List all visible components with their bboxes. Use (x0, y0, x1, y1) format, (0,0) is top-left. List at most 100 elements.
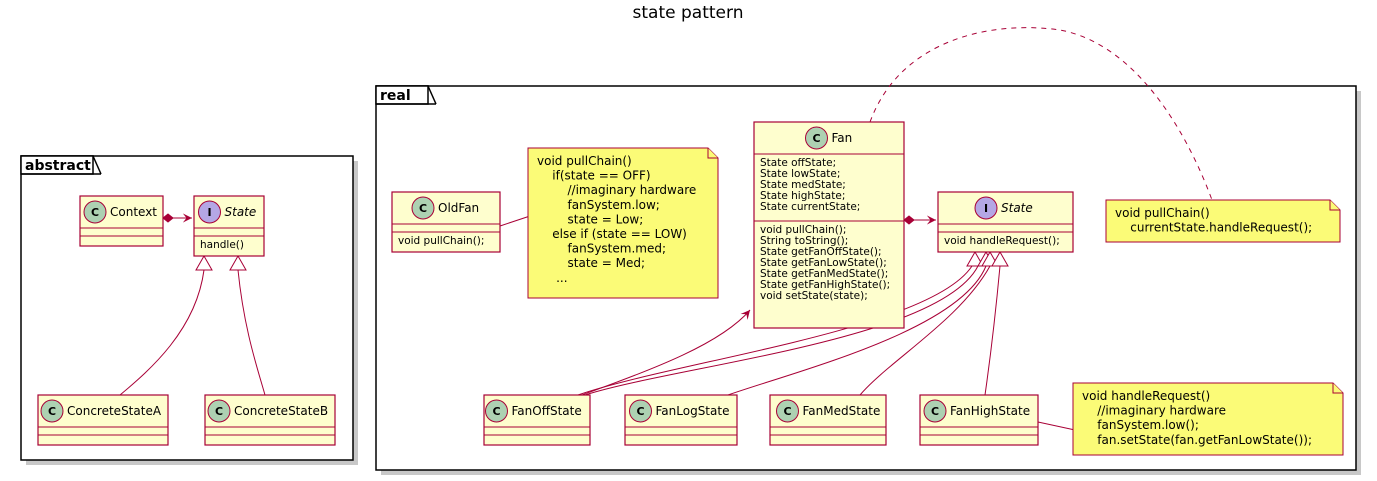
class-badge-icon (411, 196, 435, 220)
note-note_fan: void pullChain() currentState.handleRequ… (1105, 199, 1341, 243)
class-name: FanHighState (950, 404, 1030, 418)
class-method: void handleRequest(); (944, 235, 1060, 247)
badge-letter: C (419, 202, 427, 215)
class-fanlog: C FanLogState (624, 394, 738, 446)
class-method: void pullChain(); (398, 235, 484, 247)
class-method: State getFanOffState(); (760, 246, 882, 258)
class-field: State currentState; (760, 201, 860, 213)
realization-triangle-a (195, 254, 213, 271)
class-state_abs: I State handle() (193, 195, 265, 257)
class-badge-icon (40, 399, 64, 423)
class-name: FanOffState (512, 404, 582, 418)
class-name: Context (110, 205, 157, 219)
note-fold-icon (707, 148, 718, 159)
class-field: State lowState; (760, 168, 840, 180)
class-method: void pullChain(); (760, 224, 846, 236)
class-name: FanLogState (656, 404, 730, 418)
class-fanoff: C FanOffState (483, 394, 591, 446)
badge-letter: I (984, 202, 988, 215)
note-fold-icon (1329, 200, 1340, 211)
class-oldfan: C OldFan void pullChain(); (391, 191, 501, 253)
class-method: State getFanLowState(); (760, 257, 887, 269)
class-badge-icon (923, 399, 947, 423)
class-method: handle() (200, 239, 244, 251)
class-method: State getFanHighState(); (760, 279, 890, 291)
note-line: fan.setState(fan.getFanLowState()); (1082, 433, 1312, 447)
class-field: State medState; (760, 179, 846, 191)
badge-letter: C (636, 405, 644, 418)
class-field: State highState; (760, 190, 845, 202)
class-badge-icon (805, 126, 828, 150)
note-line: fanSystem.med; (537, 242, 666, 256)
class-field: State offState; (760, 157, 836, 169)
note-line: state = Med; (537, 256, 645, 270)
class-name: State (225, 205, 257, 219)
class-name: ConcreteStateB (234, 404, 328, 418)
edge-concrete-a-realization (119, 269, 205, 396)
badge-letter: C (931, 405, 939, 418)
edge-fanoff-realization-2 (584, 265, 979, 396)
badge-letter: C (812, 132, 820, 145)
note-fold-icon (1332, 383, 1343, 394)
badge-letter: C (215, 405, 223, 418)
note-line: state = Low; (537, 212, 643, 226)
edge-concrete-b-realization (237, 269, 266, 396)
class-method: State getFanMedState(); (760, 268, 888, 280)
note-line: else if (state == LOW) (537, 227, 687, 241)
realization-triangle-b (229, 254, 247, 271)
class-badge-icon (629, 399, 652, 423)
note-line: fanSystem.low(); (1082, 418, 1199, 432)
badge-letter: C (48, 405, 56, 418)
interface-badge-icon (974, 196, 998, 220)
class-name: Fan (832, 131, 853, 145)
edge-fanoff-realization-1 (577, 265, 973, 396)
class-name: FanMedState (803, 404, 881, 418)
class-name: State (1001, 201, 1033, 215)
note-line: void pullChain() (1115, 206, 1210, 220)
note-line: currentState.handleRequest(); (1115, 221, 1312, 235)
class-method: String toString(); (760, 235, 848, 247)
note-line: //imaginary hardware (1082, 404, 1226, 418)
diagram-title: state pattern (633, 3, 744, 23)
class-badge-icon (776, 399, 799, 423)
note-line: //imaginary hardware (537, 183, 696, 197)
note-note_oldfan: void pullChain() if(state == OFF) //imag… (527, 147, 719, 299)
edge-fanhigh-realization (984, 265, 1001, 396)
badge-letter: C (91, 206, 99, 219)
note-line: fanSystem.low; (537, 198, 660, 212)
realization-triangle-fanoff (966, 250, 984, 267)
realization-triangle-fanhigh (991, 250, 1009, 267)
class-context: C Context (79, 195, 164, 247)
class-fanhigh: C FanHighState (919, 394, 1039, 446)
composition-diamond-fan (903, 215, 915, 225)
edge-fanmed-realization (859, 265, 991, 396)
badge-letter: I (207, 206, 211, 219)
class-name: ConcreteStateA (67, 404, 162, 418)
package-abstract: abstract (20, 155, 358, 465)
class-badge-icon (207, 399, 231, 423)
note-line: void handleRequest() (1082, 389, 1210, 403)
class-concrete_b: C ConcreteStateB (204, 394, 336, 446)
class-state_real: I State void handleRequest(); (937, 191, 1074, 253)
note-line: ... (537, 271, 568, 285)
package-label-abstract: abstract (25, 158, 91, 174)
badge-letter: C (783, 405, 791, 418)
note-note_high: void handleRequest() //imaginary hardwar… (1072, 382, 1344, 456)
note-line: void pullChain() (537, 154, 632, 168)
edge-note-oldfan (499, 215, 531, 227)
class-badge-icon (485, 399, 508, 423)
badge-letter: C (492, 405, 500, 418)
edge-note-fan (869, 27, 1213, 201)
class-fanmed: C FanMedState (769, 394, 887, 446)
composition-diamond-context (162, 213, 174, 223)
package-label-real: real (380, 88, 411, 104)
class-badge-icon (83, 200, 107, 224)
interface-badge-icon (198, 200, 221, 224)
edge-fanlog-realization (727, 265, 987, 396)
class-concrete_a: C ConcreteStateA (37, 394, 169, 446)
edge-note-high (1037, 421, 1076, 431)
class-method: void setState(state); (760, 290, 868, 302)
class-name: OldFan (438, 201, 479, 215)
